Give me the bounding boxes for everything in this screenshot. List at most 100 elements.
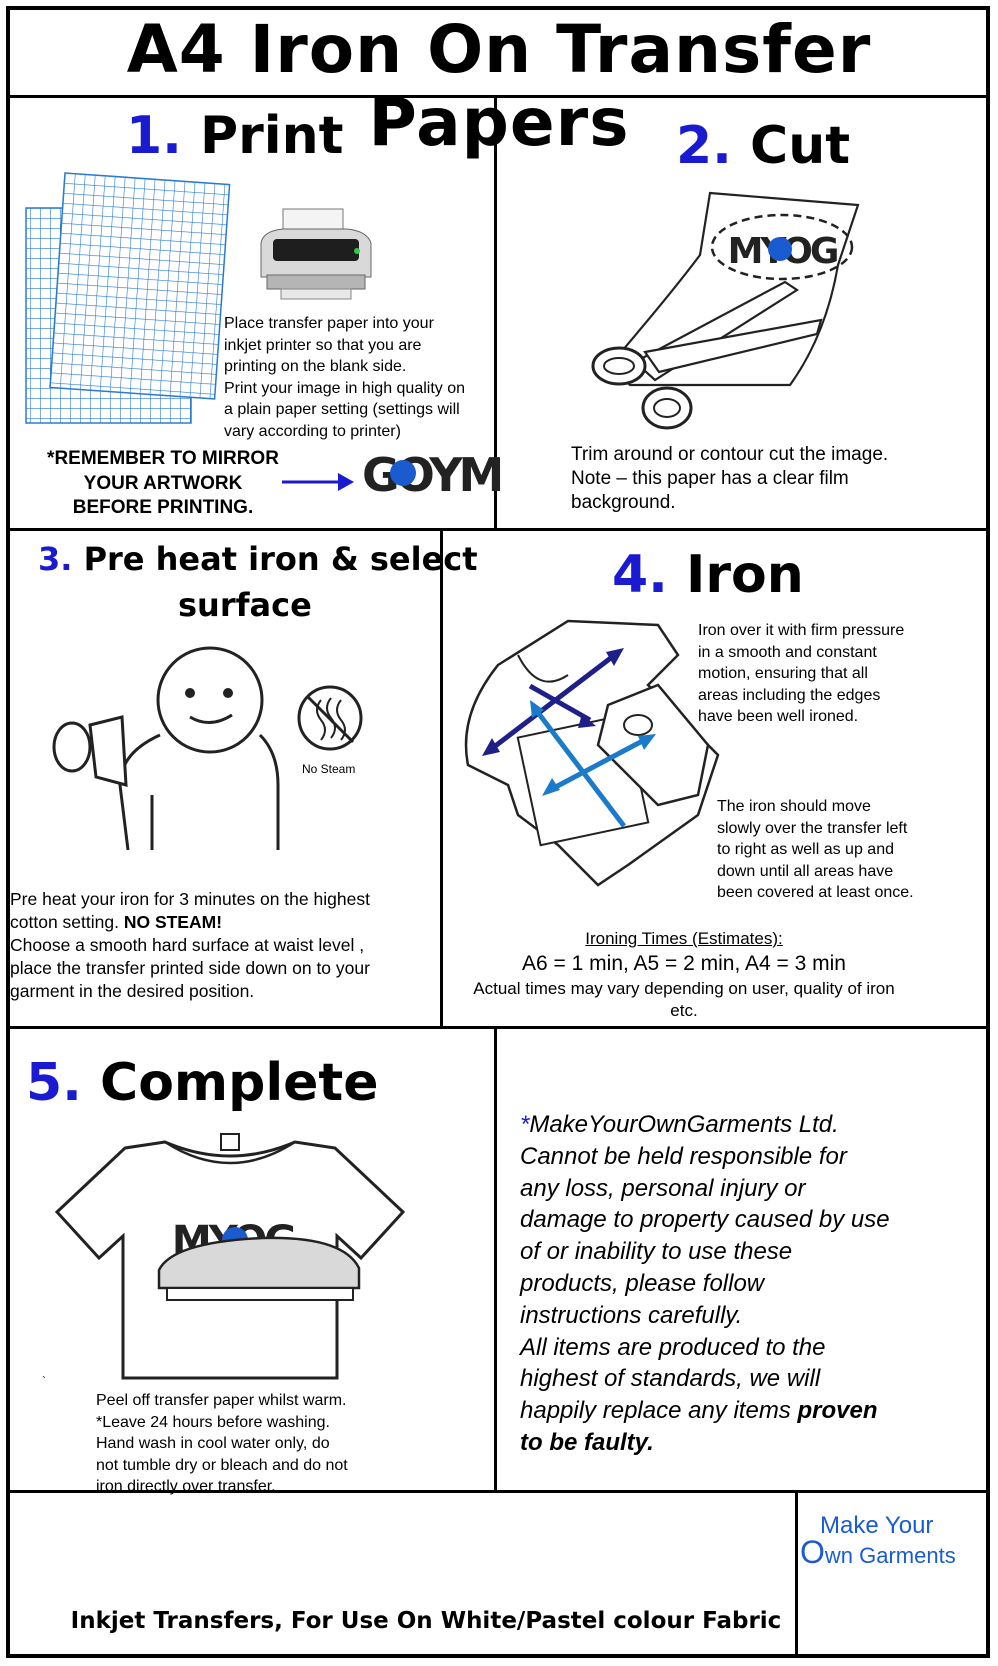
mirrored-logo-text: GOYM (362, 448, 504, 502)
brand-initial: O (800, 1534, 825, 1570)
step4-instructions-2: The iron should move slowly over the tra… (717, 796, 982, 904)
step3-instruction-text: cotton setting. (10, 912, 124, 932)
step2-instruction-line: background. (571, 492, 676, 513)
row2-divider (440, 528, 443, 1028)
brand-name: wn Garments (824, 1543, 956, 1568)
step4-instruction-line: Iron over it with firm pressure (698, 622, 905, 639)
times-note-line: Actual times may vary depending on user,… (473, 979, 895, 998)
step4-title: Iron (686, 545, 804, 605)
step2-number: 2. (676, 116, 732, 176)
reminder-line: YOUR ARTWORK (83, 472, 243, 494)
step5-title: Complete (100, 1053, 379, 1113)
step1-title: Print (200, 106, 344, 166)
arrow-right-icon (282, 473, 354, 491)
step4-heading: 4. Iron (612, 545, 804, 605)
step5-instruction-line: Peel off transfer paper whilst warm. (96, 1392, 347, 1409)
no-steam-icon (297, 685, 363, 751)
step3-instruction-line: Pre heat your iron for 3 minutes on the … (10, 889, 370, 909)
step1-instruction-line: inkjet printer so that you are (224, 336, 422, 354)
step4-instruction-line: to right as well as up and (717, 841, 894, 858)
step4-instruction-line: in a smooth and constant (698, 643, 877, 661)
step3-heading: 3. Pre heat iron & select (38, 540, 478, 578)
mirror-reminder: *REMEMBER TO MIRROR YOUR ARTWORK BEFORE … (28, 447, 298, 521)
disclaimer-line: Cannot be held responsible for (520, 1142, 847, 1170)
step2-title: Cut (750, 116, 851, 176)
peeling-paper-icon (157, 1236, 361, 1301)
disclaimer-line: of or inability to use these (520, 1238, 793, 1266)
step1-number: 1. (126, 106, 182, 166)
step3-number: 3. (38, 540, 73, 578)
disclaimer-line-10: happily replace any items proven (520, 1395, 985, 1427)
disclaimer-line: instructions carefully. (520, 1301, 743, 1329)
disclaimer-line: damage to property caused by use (520, 1206, 890, 1234)
step5-instruction-line: iron directly over transfer. (96, 1478, 276, 1495)
disclaimer-line: highest of standards, we will (520, 1365, 821, 1393)
no-steam-warning: NO STEAM! (123, 912, 223, 932)
disclaimer: *MakeYourOwnGarments Ltd. Cannot be held… (520, 1109, 985, 1459)
logo-shirt-dot (390, 460, 416, 486)
step1-instruction-line: a plain paper setting (settings will (224, 401, 460, 418)
step5-instruction-line: *Leave 24 hours before washing. (96, 1413, 330, 1431)
row3-divider (494, 1026, 497, 1492)
brand-line-2: Own Garments (800, 1534, 956, 1571)
brand-logo: Make Your Own Garments (798, 1498, 986, 1656)
row1-divider (494, 95, 497, 530)
reminder-line: BEFORE PRINTING. (72, 497, 254, 518)
disclaimer-line: any loss, personal injury or (520, 1174, 806, 1202)
step1-instruction-line: printing on the blank side. (224, 358, 407, 375)
no-steam-label: No Steam (302, 762, 356, 776)
step5-instruction-line: Hand wash in cool water only, do (96, 1435, 330, 1452)
step5-instructions: Peel off transfer paper whilst warm. *Le… (96, 1390, 396, 1498)
step3-title-line1: Pre heat iron & select (83, 540, 478, 578)
direction-arrows-icon (482, 648, 656, 828)
disclaimer-line: All items are produced to the (520, 1333, 826, 1361)
reminder-line: *REMEMBER TO MIRROR (47, 448, 279, 469)
step3-instruction-line: place the transfer printed side down on … (10, 958, 370, 978)
step4-instruction-line: slowly over the transfer left (717, 819, 908, 837)
footer-logo-divider (795, 1490, 798, 1658)
page-title: A4 Iron On Transfer Papers (126, 11, 872, 161)
step3-instruction-line-2: cotton setting. NO STEAM! (10, 911, 438, 934)
footer-divider (8, 1490, 990, 1493)
mirrored-logo-icon: GOYM (362, 448, 504, 508)
page-frame (6, 6, 990, 1658)
step2-instructions: Trim around or contour cut the image. No… (571, 443, 971, 515)
step3-instruction-line: Choose a smooth hard surface at waist le… (10, 935, 365, 955)
step2-instruction-line: Note – this paper has a clear film (571, 468, 849, 489)
step4-instruction-line: motion, ensuring that all (698, 665, 868, 682)
disclaimer-line-1: *MakeYourOwnGarments Ltd. (520, 1109, 985, 1141)
step4-number: 4. (612, 545, 668, 605)
step1-instructions: Place transfer paper into your inkjet pr… (224, 313, 489, 442)
step2-heading: 2. Cut (676, 116, 851, 176)
step5-heading: 5. Complete (26, 1053, 379, 1113)
times-note-line: etc. (670, 1001, 698, 1020)
step3-instruction-line: garment in the desired position. (10, 981, 255, 1001)
step1-instruction-line: Print your image in high quality on (224, 379, 466, 397)
title-divider (8, 95, 990, 98)
row2-bottom (8, 1026, 990, 1029)
disclaimer-text: MakeYourOwnGarments Ltd. (529, 1111, 839, 1138)
disclaimer-text: happily replace any items (520, 1397, 798, 1425)
disclaimer-asterisk: * (520, 1111, 530, 1138)
person-with-iron-icon (52, 646, 280, 851)
step1-heading: 1. Print (126, 106, 344, 166)
step1-instruction-line: vary according to printer) (224, 422, 401, 440)
row1-bottom (8, 528, 990, 531)
step2-instruction-line: Trim around or contour cut the image. (571, 444, 889, 465)
ironing-times: A6 = 1 min, A5 = 2 min, A4 = 3 min (522, 952, 846, 975)
ironing-times-heading: Ironing Times (Estimates): (585, 929, 783, 948)
step3-heading-line2: surface (178, 586, 312, 624)
step4-instruction-line: been covered at least once. (717, 884, 914, 901)
step5-instruction-line: not tumble dry or bleach and do not (96, 1456, 348, 1474)
scissors-icon (591, 280, 823, 430)
transfer-sheets-icon (25, 172, 231, 424)
disclaimer-line: products, please follow (520, 1269, 765, 1297)
step4-instruction-line: The iron should move (717, 798, 871, 815)
footer-text: Inkjet Transfers, For Use On White/Paste… (70, 1608, 782, 1634)
brand-line-1: Make Your (820, 1512, 934, 1539)
step3-instructions: Pre heat your iron for 3 minutes on the … (10, 888, 438, 1003)
disclaimer-emphasis-line: to be faulty. (520, 1428, 654, 1456)
step4-instruction-line: have been well ironed. (698, 708, 859, 725)
step5-number: 5. (26, 1053, 82, 1113)
step4-instructions-1: Iron over it with firm pressure in a smo… (698, 620, 943, 728)
